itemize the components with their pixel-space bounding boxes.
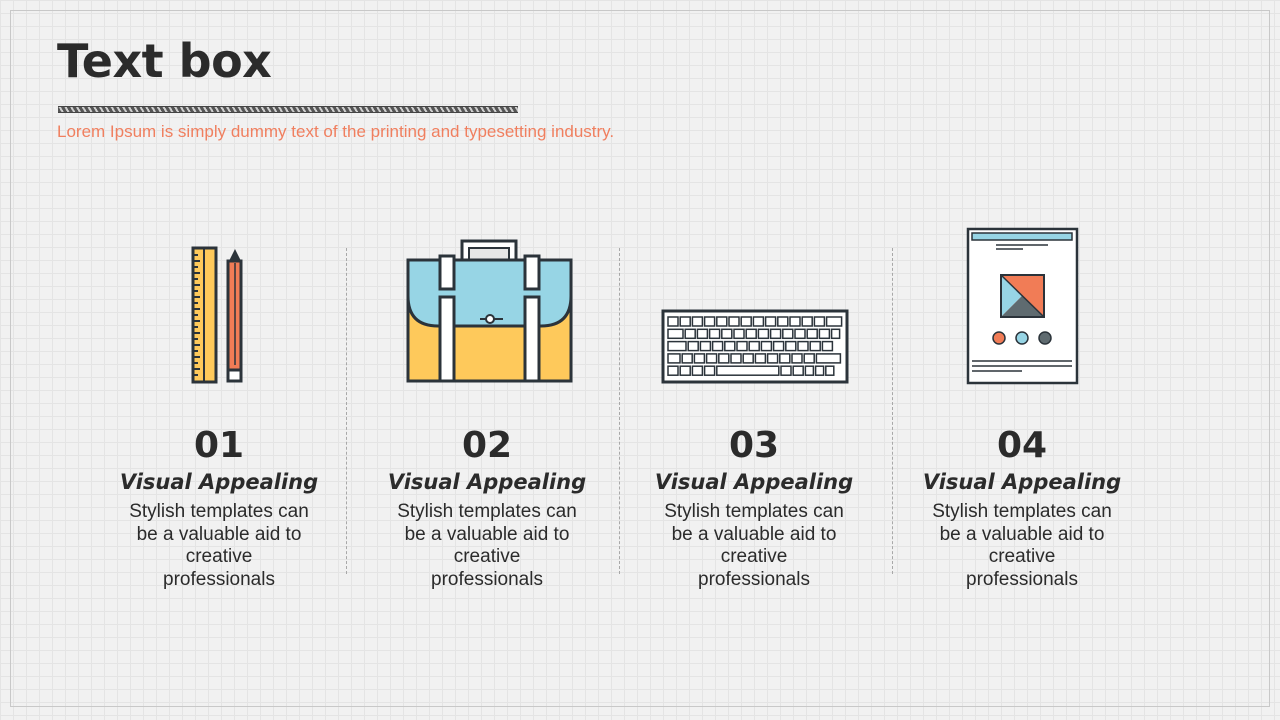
feature-description: Stylish templates can be a valuable aid … [397,501,577,590]
key [703,316,716,327]
key [769,328,782,340]
feature-number: 03 [728,425,780,466]
key [780,365,792,376]
key [791,353,803,364]
key [696,328,709,340]
feature-number: 02 [461,425,513,466]
key [821,340,834,352]
column-divider [892,248,893,574]
feature-number: 01 [193,425,245,466]
key [699,340,712,352]
key [691,316,704,327]
key [703,365,716,376]
key [813,316,826,327]
key [716,316,728,327]
key [708,328,721,340]
key [730,353,742,364]
feature-description: Stylish templates can be a valuable aid … [664,501,844,590]
feature-column-2: 02 Visual Appealing Stylish templates ca… [357,425,617,591]
column-divider [346,248,347,574]
key [825,316,843,327]
subtitle: Lorem Ipsum is simply dummy text of the … [57,122,615,141]
key [789,316,801,327]
feature-column-4: 04 Visual Appealing Stylish templates ca… [892,425,1152,591]
key [760,340,773,352]
key [804,365,815,376]
rope-divider [58,106,518,113]
key [711,340,724,352]
feature-heading: Visual Appealing [387,470,587,494]
key [705,353,718,364]
feature-column-3: 03 Visual Appealing Stylish templates ca… [624,425,884,591]
key [818,328,831,340]
key [681,353,693,364]
feature-number: 04 [996,425,1048,466]
key [825,365,835,376]
feature-column-1: 01 Visual Appealing Stylish templates ca… [89,425,349,591]
key [830,328,841,340]
key [721,328,733,340]
page-title: Text box [57,34,272,88]
key [745,328,757,340]
key [792,365,804,376]
key [782,328,794,340]
key [779,353,791,364]
feature-heading: Visual Appealing [654,470,854,494]
key [742,353,754,364]
ruler-pencil-icon [191,246,243,384]
key [801,316,813,327]
feature-heading: Visual Appealing [119,470,319,494]
key [752,316,765,327]
key [766,353,779,364]
key [777,316,789,327]
key [679,316,691,327]
keyboard-icon [661,309,849,384]
key [806,328,818,340]
briefcase-icon [406,239,573,383]
key [809,340,821,352]
key [667,365,679,376]
key [667,353,681,364]
key [684,328,696,340]
key [691,365,704,376]
key [764,316,777,327]
key [728,316,740,327]
key [736,340,748,352]
key [687,340,699,352]
key [794,328,806,340]
feature-heading: Visual Appealing [922,470,1122,494]
document-icon [966,227,1079,385]
slide-frame [10,10,1270,707]
key [785,340,797,352]
key [748,340,760,352]
key [667,340,687,352]
key [667,328,684,340]
key [772,340,785,352]
feature-description: Stylish templates can be a valuable aid … [932,501,1112,590]
key [740,316,752,327]
key [667,316,679,327]
key [815,353,842,364]
key [693,353,706,364]
key [814,365,825,376]
key [757,328,770,340]
key [733,328,745,340]
feature-description: Stylish templates can be a valuable aid … [129,501,309,590]
key [797,340,809,352]
key [754,353,767,364]
key [679,365,691,376]
key [724,340,736,352]
column-divider [619,248,620,574]
key [718,353,730,364]
key [716,365,780,376]
key [803,353,815,364]
